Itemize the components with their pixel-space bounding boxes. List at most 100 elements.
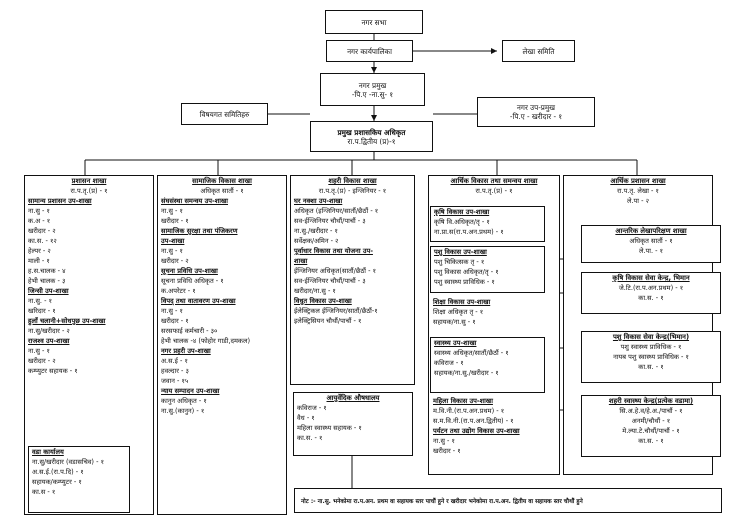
vishayagat-samiti-box: विषयगत समितिहरु <box>181 103 268 125</box>
samajik-vikas-title: सामाजिक विकास शाखा <box>192 177 252 185</box>
list-item: ना.सु - १ <box>433 437 455 445</box>
ayurvedic-aushadhalaya-box: आयुर्वेदिक औषधालय कविराज - १ वैध - १ महि… <box>293 392 413 456</box>
samanya-prashasan-title: सामान्य प्रशासन उप-शाखा <box>28 197 92 205</box>
ayurvedic-title: आयुर्वेदिक औषधालय <box>326 394 380 402</box>
krishi-vikas-box: कृषि विकास उप-शाखा कृषि वि.अधिकृत/तृ - १… <box>430 206 545 242</box>
nagar-upapramukh-label: नगर उप-प्रमुख <box>516 103 556 112</box>
list-item: खरीदार - १ <box>433 447 461 455</box>
nagar-sabha-box: नगर सभा <box>325 10 423 34</box>
ghar-naksha-title: घर नक्शा उप-शाखा <box>294 197 343 205</box>
cao-label: प्रमुख प्रशासकिय अधिकृत <box>337 127 406 137</box>
list-item: ना.सु.(कानुन) - १ <box>161 407 205 415</box>
list-item: ना.प्रा.स(रा.प.अन.प्रथम) - १ <box>434 228 504 236</box>
krishi-sewa-kendra-box: कृषि विकास सेवा केन्द्र, भिमान जे.टि.(रा… <box>581 272 721 314</box>
list-item: सूचना प्रविधि अधिकृत - १ <box>161 277 224 285</box>
pashu-vikas-title: पशु विकास उप-शाखा <box>434 248 487 256</box>
list-item: खरीदार - २ <box>161 257 189 265</box>
list-item: सर्वेक्षक/अमिन - २ <box>294 237 339 245</box>
list-item: क.अ - १ <box>28 217 51 225</box>
list-item: जवान - १५ <box>161 377 189 385</box>
nagar-karyapalika-box: नगर कार्यपालिका <box>326 40 413 62</box>
purwadhar-title-2: शाखा <box>294 257 308 265</box>
list-item: इलेक्ट्रिसियन चौथौं/पाचौं - १ <box>294 317 362 325</box>
list-item: महिला स्वास्थ्य सहायक - १ <box>297 424 362 432</box>
list-item: ह.स.चालक - ४ <box>28 267 66 275</box>
nyaya-sampadan-title: न्याय सम्पादन उप-शाखा <box>161 387 220 395</box>
shiksha-vikas-section: शिक्षा विकास उप-शाखा शिक्षा अधिकृत तृ - … <box>430 297 545 327</box>
pashu-sewa-kendra-title: पशु विकास सेवा केन्द्र(भिमान) <box>612 333 690 341</box>
cao-staff: रा.प.द्वितीय (प्र)-१ <box>347 136 396 146</box>
list-item: ना.सु - १ <box>28 347 50 355</box>
list-item: क.अपरेटर - १ <box>161 287 196 295</box>
list-item: का.स. - १ <box>638 437 664 445</box>
list-item: सरसफाई कर्मचारी - ३० <box>161 327 218 335</box>
list-item: ना.सु - १ <box>28 207 50 215</box>
nagar-upapramukh-box: नगर उप-प्रमुख -पि.ए - खरीदार - १ <box>477 97 595 127</box>
list-item: का.स. - १ <box>297 434 323 442</box>
list-item: खरिदार - १ <box>28 307 56 315</box>
mahila-paryatan-section: महिला विकास उप-शाखा म.वि.नी.(रा.प.अन.प्र… <box>430 396 558 456</box>
swasthya-title: स्वास्थ्य उप-शाखा <box>434 339 477 347</box>
mahila-vikas-title: महिला विकास उप-शाखा <box>433 397 493 405</box>
list-item: जे.टि.(रा.प.अन.प्रथम) - १ <box>618 284 684 292</box>
nagar-karyapalika-label: नगर कार्यपालिका <box>347 46 392 56</box>
list-item: पशु विकास अधिकृत/तृ - १ <box>434 268 499 276</box>
samajik-vikas-head: अधिकृत सातौं - १ <box>200 187 244 195</box>
purwadhar-title: पूर्वाधार विकास तथा योजना उप- <box>294 247 373 255</box>
list-item: सहायक/कम्प्युटर - १ <box>32 478 82 486</box>
list-item: हेल्पर - २ <box>28 247 51 255</box>
list-item: वैध - १ <box>297 414 315 422</box>
note-text: नोट :- ना.सु. भनेकोमा रा.प.अन. प्रथम वा … <box>301 498 583 505</box>
list-item: खरीदार - २ <box>28 357 56 365</box>
suchana-prabidhi-title: सूचना प्रविधि उप-शाखा <box>161 267 218 275</box>
lekha-samiti-box: लेखा समिति <box>502 40 575 62</box>
list-item: ईलेक्ट्रिकल ईन्जिनियर/सातौं/छैठौं-१ <box>294 307 378 315</box>
list-item: हेभी चालक - ३ <box>28 277 66 285</box>
antarik-lekhaparikshan-title: आन्तरिक लेखापरिक्षण शाखा <box>615 227 687 235</box>
list-item: अ.स.ई - १ <box>161 357 188 365</box>
arthik-vikas-head: रा.प.तृ.(प्र) - १ <box>475 187 513 195</box>
list-item: ना.सु/खरीदार (वडासचिव) - १ <box>32 458 105 466</box>
list-item: ईन्जिनियर अधिकृत(सातौं/छैठौं - १ <box>294 267 376 275</box>
vishayagat-samiti-label: विषयगत समितिहरु <box>199 109 250 119</box>
list-item: ना.सु./खरीदार - १ <box>294 227 338 235</box>
list-item: कृषि वि.अधिकृत/तृ - १ <box>434 218 490 226</box>
list-item: का.स. - १२ <box>28 237 57 245</box>
list-item: अ.स.ई.(रा.प.दि) - १ <box>32 468 84 476</box>
list-item: ले.पा. - १ <box>638 247 664 255</box>
list-item: का.स. - १ <box>638 294 664 302</box>
pashu-vikas-box: पशु विकास उप-शाखा पशु चिकित्सक तृ - १ पश… <box>430 246 545 293</box>
rajashwa-title: राजश्व उप-शाखा <box>28 337 70 345</box>
list-item: कविराज - १ <box>434 359 464 367</box>
list-item: माली - १ <box>28 257 50 265</box>
list-item: पशु स्वास्थ्य प्राविधिक - १ <box>434 278 495 286</box>
shahari-vikas-head: रा.प.तृ.(प्र) - इन्जिनियर - १ <box>318 187 387 195</box>
shiksha-vikas-title: शिक्षा विकास उप-शाखा <box>433 298 491 306</box>
list-item: शिक्षा अधिकृत तृ - १ <box>433 308 484 316</box>
nagar-pramukh-staff: -पि.ए -ना.सु- १ <box>351 89 394 99</box>
nagar-sabha-label: नगर सभा <box>361 17 387 27</box>
list-item: पशु स्वास्थ्य प्राविधिक - १ <box>620 343 682 351</box>
list-item: हेभी चालक -४ (फोहोर गाडी,दमकल) <box>161 337 251 345</box>
vipad-title: विपद् तथा वातावरण उप-शाखा <box>161 297 236 305</box>
list-item: म.वि.नी.(रा.प.अन.प्रथम) - १ <box>433 407 505 415</box>
list-item: ना.सु. - १ <box>28 297 53 305</box>
paryatan-title: पर्यटन तथा उद्योग विकास उप-शाखा <box>433 427 520 435</box>
krishi-vikas-title: कृषि विकास उप-शाखा <box>434 208 490 216</box>
list-item: मे.ल्या.टे.चौथौं/पाचौं - १ <box>622 427 680 435</box>
list-item: ना.सु - १ <box>161 247 183 255</box>
list-item: सि.अ.हे.व/हे.अ./पाचौं - १ <box>619 407 683 415</box>
list-item: खरीदार - २ <box>28 227 56 235</box>
arthik-prashasan-title: आर्थिक प्रशासन शाखा <box>610 177 666 185</box>
nagar-prahari-title: नगर प्रहरी उप-शाखा <box>161 347 211 355</box>
list-item: का.स. - १ <box>638 363 664 371</box>
prashasan-shakha-title: प्रशासन शाखा <box>71 177 107 185</box>
list-item: सव-ईन्जिनियर चौथौं/पाचौं - ३ <box>294 217 366 225</box>
wada-karyalaya-box: वडा कार्यालय ना.सु/खरीदार (वडासचिव) - १ … <box>28 446 130 513</box>
samajik-suraksha-title: सामाजिक सुरक्षा तथा पंजिकरण <box>161 227 238 235</box>
list-item: ना.सु/खरीदार - २ <box>28 327 70 335</box>
darta-chalani-title: हुलाँ चलानी+सोधपुछ उप-शाखा <box>28 317 106 325</box>
list-item: स्वास्थ्य अधिकृत/सातौं/छैठौं - १ <box>434 349 509 357</box>
samajik-vikas-shakha-box: सामाजिक विकास शाखा अधिकृत सातौं - १ संघस… <box>157 175 287 515</box>
